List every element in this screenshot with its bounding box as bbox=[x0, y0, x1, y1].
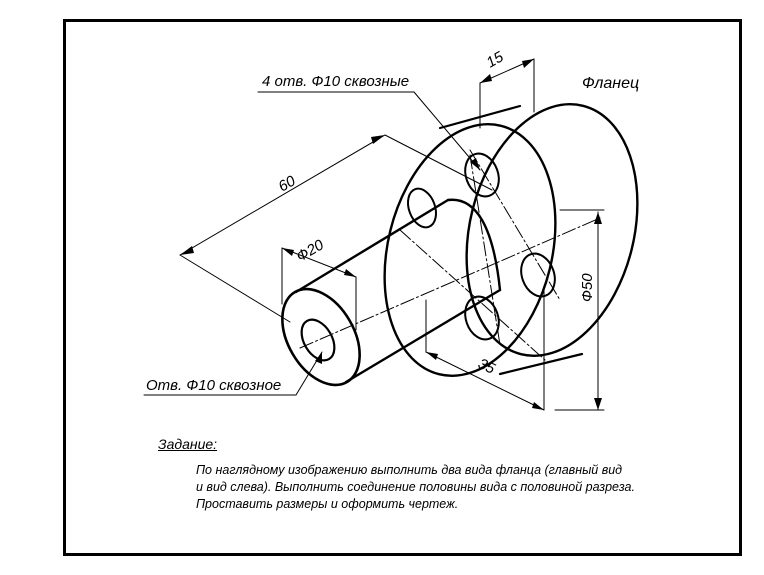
task-line: Проставить размеры и оформить чертеж. bbox=[196, 497, 459, 511]
shaft-hole-callout: Отв. Ф10 сквозное bbox=[146, 377, 281, 394]
dimension-hole-offset: 35 bbox=[475, 355, 498, 378]
center-lines bbox=[299, 149, 601, 361]
shaft-cylinder bbox=[281, 198, 502, 387]
flange-holes-callout: 4 отв. Ф10 сквозные bbox=[262, 73, 409, 90]
task-label: Задание: bbox=[158, 436, 218, 452]
dimension-lines bbox=[143, 58, 605, 411]
task-line: и вид слева). Выполнить соединение полов… bbox=[196, 480, 635, 494]
dimension-flange-thickness: 15 bbox=[484, 48, 508, 71]
dimension-length: 60 bbox=[276, 172, 300, 195]
dimension-shaft-diameter: Ф20 bbox=[294, 236, 328, 265]
dimension-arrows bbox=[180, 59, 602, 410]
drawing-title: Фланец bbox=[582, 75, 639, 92]
task-line: По наглядному изображению выполнить два … bbox=[196, 463, 623, 477]
dimension-flange-diameter: Ф50 bbox=[579, 273, 596, 302]
drawing-frame bbox=[63, 19, 742, 556]
task-text: По наглядному изображению выполнить два … bbox=[196, 462, 635, 513]
flange-holes bbox=[406, 152, 556, 341]
